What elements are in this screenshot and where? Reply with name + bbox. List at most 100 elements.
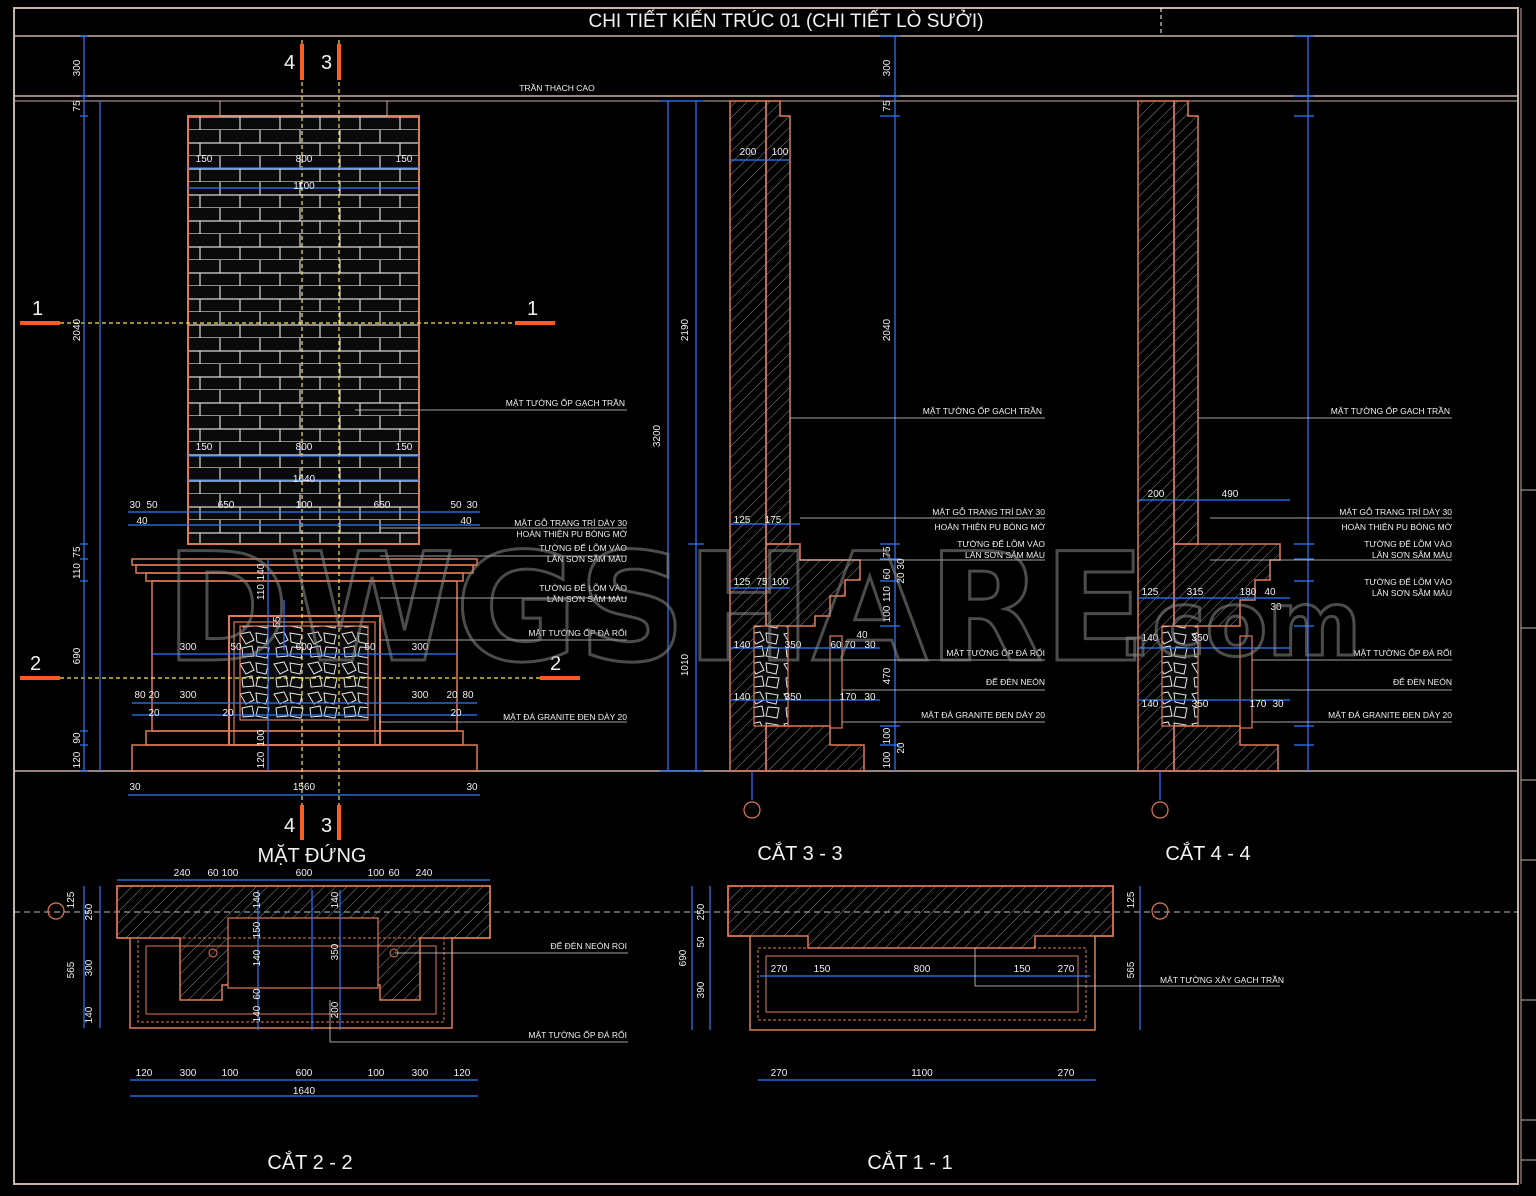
dim-elev_row-4: 650 [374, 500, 391, 511]
dim-s44_mid-0: 125 [1142, 587, 1159, 598]
dim-s33_low-8: 170 [840, 692, 857, 703]
dim-elev_left-0: 300 [72, 59, 83, 76]
note-brick: MẶT TƯỜNG ỐP GẠCH TRẦN [506, 397, 625, 408]
dim-s33_right-1: 75 [882, 100, 893, 112]
dim-elev_top-1: 800 [296, 154, 313, 165]
note-wood-2-44: HOÀN THIỆN PU BÓNG MỜ [1341, 522, 1452, 532]
dim-c11_left-2: 690 [678, 949, 689, 966]
note-neon-44: ĐỂ ĐÈN NEÓN [1393, 676, 1452, 687]
note-neon-33: ĐỂ ĐÈN NEÓN [986, 676, 1045, 687]
dim-elev_bottom-2: 30 [466, 782, 478, 793]
dim-s33_right-3: 75 [882, 546, 893, 558]
dim-c11_left-3: 390 [696, 981, 707, 998]
dim-s33_right-10: 100 [882, 727, 893, 744]
watermark-text: DWGSHARE [165, 522, 1146, 696]
dim-s33_mid-1: 175 [765, 515, 782, 526]
dim-c22_inner-7: 200 [330, 1001, 341, 1018]
dim-c22_top-3: 600 [296, 868, 313, 879]
dim-elev_v-3: 100 [256, 729, 267, 746]
dim-elev_row-3: 100 [296, 500, 313, 511]
cut-label-4-top: 4 [284, 52, 295, 74]
dim-c22_bot-5: 300 [412, 1068, 429, 1079]
note-recess-2-44: LĂN SƠN SẪM MÀU [1372, 549, 1452, 560]
cut-label-3-top: 3 [321, 52, 332, 74]
dim-elev_fire-3: 50 [364, 642, 376, 653]
cut-label-1-left: 1 [32, 298, 43, 320]
dim-s44_low-2: 140 [1142, 699, 1159, 710]
dim-s44_low-4: 170 [1250, 699, 1267, 710]
dim-elev_row-1: 50 [146, 500, 158, 511]
dim-elev_row-8: 40 [460, 516, 472, 527]
note-stone-44: MẶT TƯỜNG ỐP ĐÁ RỐI [1353, 647, 1452, 658]
dim-elev_v-2: 55 [272, 616, 283, 628]
dim-s33_mid-4: 100 [772, 577, 789, 588]
dim-s33_low-9: 30 [864, 692, 876, 703]
dim-s33_low-3: 70 [844, 640, 856, 651]
dim-elev_base-3: 20 [148, 708, 160, 719]
dim-elev_bottom-0: 30 [129, 782, 141, 793]
dim-s33_mid-2: 125 [734, 577, 751, 588]
dim-elev_fire-4: 300 [412, 642, 429, 653]
note-recess-4-44: LĂN SƠN SẪM MÀU [1372, 587, 1452, 598]
dim-s33_low-0: 140 [734, 640, 751, 651]
dim-elev_base-4: 20 [222, 708, 234, 719]
dim-c11_right-0: 125 [1126, 891, 1137, 908]
dim-s44_low-0: 140 [1142, 633, 1159, 644]
dim-c22_left-4: 140 [84, 1006, 95, 1023]
dim-s44_low-5: 30 [1272, 699, 1284, 710]
dim-c22_inner-6: 350 [330, 943, 341, 960]
dim-c22_bot-7: 1640 [293, 1086, 316, 1097]
ceiling-note: TRẦN THẠCH CAO [519, 83, 595, 93]
dim-s33_low-6: 140 [734, 692, 751, 703]
dim-elev_top-3: 1100 [293, 181, 315, 192]
note-recess-3-44: TƯỜNG ĐỂ LÕM VÀO [1364, 576, 1452, 587]
dim-s44_mid-1: 315 [1187, 587, 1204, 598]
dim-s33_right-6: 20 [896, 572, 907, 584]
note-stone: MẶT TƯỜNG ỐP ĐÁ RỐI [528, 627, 627, 638]
dim-s33_right-4: 30 [896, 558, 907, 570]
section-title-cut-1-1: CẮT 1 - 1 [867, 1150, 952, 1174]
section-title-elevation: MẶT ĐỨNG [258, 844, 367, 867]
note-recess-1: TƯỜNG ĐỂ LÕM VÀO [539, 542, 627, 553]
dim-elev_left-6: 90 [72, 732, 83, 744]
dim-c22_top-6: 240 [416, 868, 433, 879]
dim-c22_inner-0: 140 [252, 891, 263, 908]
dim-c11_row-0: 270 [771, 964, 788, 975]
cut-label-2-left: 2 [30, 653, 41, 675]
dim-s33_low-1: 350 [785, 640, 802, 651]
dim-s44_mid-3: 40 [1264, 587, 1276, 598]
dim-elev_left-4: 110 [72, 563, 83, 579]
dim-c22_top-0: 240 [174, 868, 191, 879]
dim-s44_top-1: 490 [1222, 489, 1239, 500]
dim-s33_right-12: 100 [882, 751, 893, 768]
dim-c11_row-1: 150 [814, 964, 831, 975]
dim-s33_right-0: 300 [882, 59, 893, 76]
dim-c11_right-1: 565 [1126, 961, 1137, 978]
dim-elev_base-7: 80 [462, 690, 474, 701]
note-stone-22: MẶT TƯỜNG ỐP ĐÁ RỐI [528, 1029, 627, 1040]
note-granite-33: MẶT ĐÁ GRANITE ĐEN DÀY 20 [921, 710, 1045, 720]
note-brick-44: MẶT TƯỜNG ỐP GẠCH TRẦN [1331, 405, 1450, 416]
dim-c11_row-2: 800 [914, 964, 931, 975]
dim-elev_top-0: 150 [196, 154, 213, 165]
section-4-4-view [1137, 35, 1314, 819]
dim-s33_top-0: 200 [740, 147, 757, 158]
dim-elev_v-7: 1010 [680, 653, 691, 676]
dim-s33_low-4: 30 [864, 640, 876, 651]
dim-s33_low-7: 350 [785, 692, 802, 703]
dim-elev_left-5: 690 [72, 647, 83, 664]
drawing-title: CHI TIẾT KIẾN TRÚC 01 (CHI TIẾT LÒ SƯỞI) [588, 10, 983, 32]
note-wood-1-33: MẶT GỖ TRANG TRÍ DÀY 30 [932, 506, 1045, 517]
section-title-cut-3-3: CẮT 3 - 3 [757, 841, 842, 865]
section-title-cut-4-4: CẮT 4 - 4 [1165, 841, 1250, 865]
dim-elev_left-7: 120 [72, 751, 83, 768]
dim-c22_left-3: 300 [84, 959, 95, 976]
dim-c22_left-2: 565 [66, 961, 77, 978]
dim-c11_left-0: 250 [696, 903, 707, 920]
note-recess-2: LĂN SƠN SẪM MÀU [547, 553, 627, 564]
dim-c22_left-1: 250 [84, 903, 95, 920]
dim-c11_row-3: 150 [1014, 964, 1031, 975]
dim-c22_inner-2: 140 [252, 949, 263, 966]
dim-elev_row-2: 650 [218, 500, 235, 511]
dim-elev_base-5: 300 [412, 690, 429, 701]
